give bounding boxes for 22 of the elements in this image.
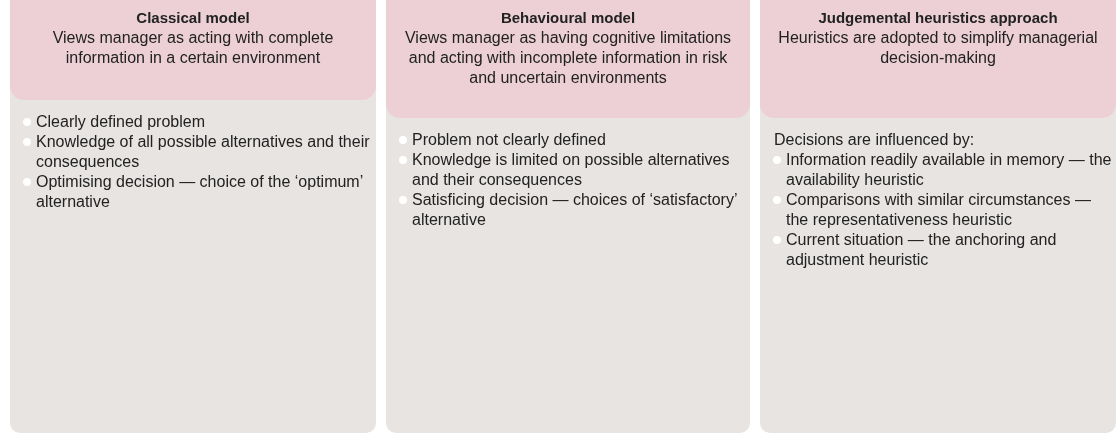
panel-description: Views manager as having cognitive limitations and acting with incomplete information in risk and uncertain environments xyxy=(403,28,733,88)
panel-description: Views manager as acting with complete information in a certain environment xyxy=(51,28,335,68)
panel-heading: Judgemental heuristics approach xyxy=(817,8,1059,28)
header-panel xyxy=(386,0,750,118)
bullet-item: Current situation — the anchoring and adjustment heuristic xyxy=(760,230,1116,270)
bullet-item: Knowledge is limited on possible alternatives and their consequences xyxy=(386,150,750,190)
panel-heading: Behavioural model xyxy=(499,8,637,28)
bullet-item: Information readily available in memory — the availability heuristic xyxy=(760,150,1116,190)
bullet-item: Knowledge of all possible alternatives and their consequences xyxy=(10,132,376,172)
card-panel xyxy=(760,0,1116,433)
header-panel xyxy=(10,0,376,100)
bullet-item: Optimising decision — choice of the ‘optimum’ alternative xyxy=(10,172,376,212)
intro-text: Decisions are influenced by: xyxy=(773,130,976,150)
bullet-item: Satisficing decision — choices of ‘satisfactory’ alternative xyxy=(386,190,750,230)
panel-description: Heuristics are adopted to simplify managerial decision-making xyxy=(777,28,1099,68)
bullet-item: Problem not clearly defined xyxy=(386,130,750,150)
bullet-item: Comparisons with similar circumstances — the representativeness heuristic xyxy=(760,190,1116,230)
panel-heading: Classical model xyxy=(135,8,251,28)
bullet-item: Clearly defined problem xyxy=(10,112,376,132)
card-panel xyxy=(10,0,376,433)
header-panel xyxy=(760,0,1116,118)
card-panel xyxy=(386,0,750,433)
